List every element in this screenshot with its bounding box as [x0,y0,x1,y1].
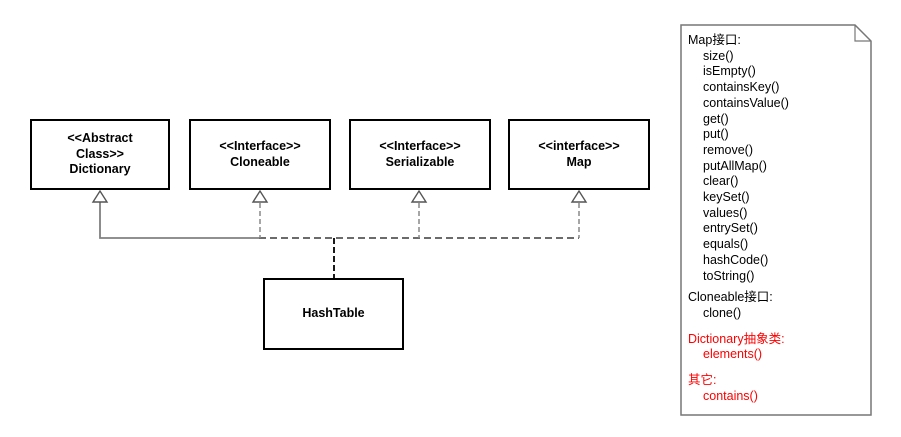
note-method: toString() [703,268,755,283]
dictionary-triangle-arrowhead [91,189,109,203]
note-method: entrySet() [703,221,758,236]
class-box-dictionary: <<Abstract Class>> Dictionary [30,119,170,190]
note-method: get() [703,111,729,126]
note-section-header: 其它: [688,373,717,388]
class-box-map: <<interface>> Map [508,119,650,190]
note-section: Dictionary抽象类:elements() [688,332,866,363]
class-box-map-label: <<interface>> Map [538,139,620,169]
note-method: elements() [703,347,763,362]
note-section: Cloneable接口:clone() [688,290,866,321]
note-method: put() [703,127,729,142]
note-method: clear() [703,174,739,189]
note-section: 其它:contains() [688,373,866,404]
note-method: remove() [703,142,754,157]
class-box-hashtable-label: HashTable [302,306,365,321]
class-box-hashtable: HashTable [263,278,404,350]
note-method: values() [703,205,748,220]
note-method: keySet() [703,190,750,205]
note-method: isEmpty() [703,64,756,79]
note-method: hashCode() [703,252,769,267]
class-box-serializable: <<Interface>> Serializable [349,119,491,190]
note-fold-corner [854,25,871,42]
note-content: Map接口:size()isEmpty()containsKey()contai… [681,25,871,404]
note-method: equals() [703,237,749,252]
note-method: clone() [703,305,742,320]
map-triangle-arrowhead [570,189,588,203]
note-method: size() [703,48,734,63]
dictionary-connector-line [99,202,259,239]
class-box-cloneable-label: <<Interface>> Cloneable [219,139,301,169]
class-box-dictionary-label: <<Abstract Class>> Dictionary [67,131,133,177]
note-section-header: Map接口: [688,33,741,47]
class-box-serializable-label: <<Interface>> Serializable [379,139,461,169]
note-method: containsValue() [703,95,789,110]
note-section: Map接口:size()isEmpty()containsKey()contai… [688,33,866,284]
class-box-cloneable: <<Interface>> Cloneable [189,119,331,190]
note-method: contains() [703,388,758,403]
serializable-triangle-arrowhead [410,189,428,203]
note-method: containsKey() [703,80,780,95]
cloneable-triangle-arrowhead [251,189,269,203]
note-outline [680,24,872,416]
note-method: putAllMap() [703,158,767,173]
note-section-header: Cloneable接口: [688,290,773,305]
note-section-header: Dictionary抽象类: [688,331,785,346]
